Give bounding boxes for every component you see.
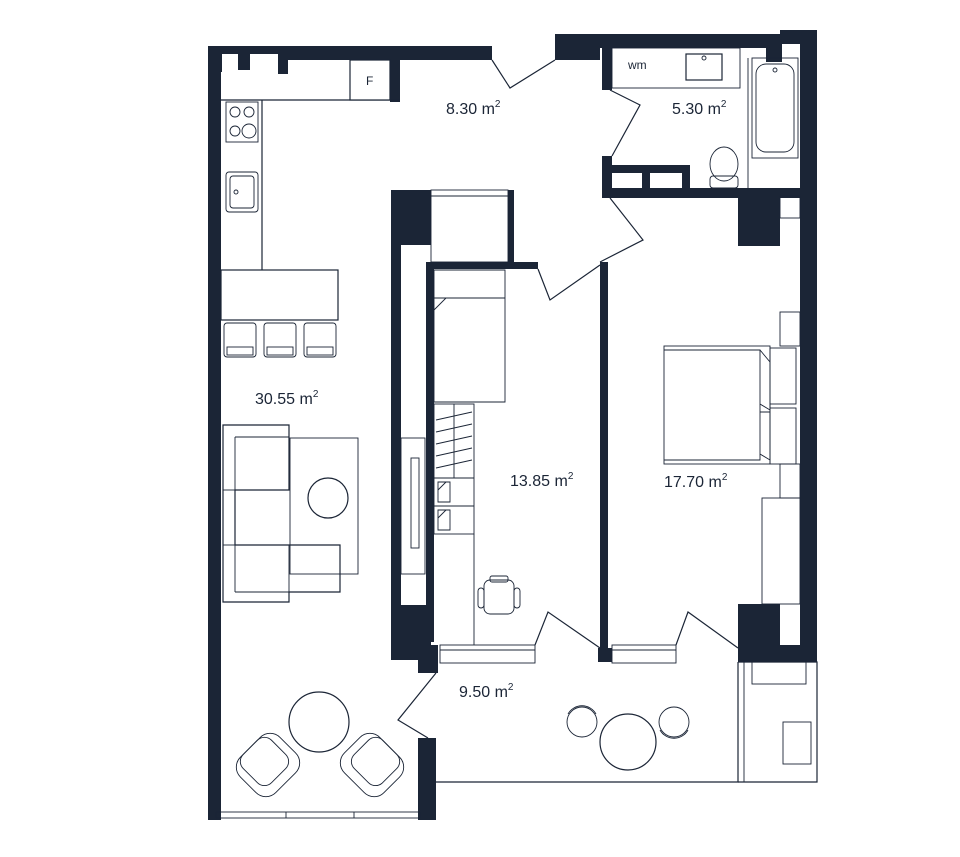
window-study <box>439 644 536 664</box>
wall-center-pier-top <box>391 190 431 245</box>
nightstand <box>779 463 801 499</box>
wall-partition-foot <box>598 648 612 662</box>
kitchen-sink-icon <box>225 171 259 213</box>
bar-stool-icon <box>263 322 297 358</box>
bedroom <box>663 311 801 605</box>
tv-unit <box>400 437 426 575</box>
area-label-living: 30.55 m2 <box>255 389 319 408</box>
wall-bath-shelf-divider <box>642 165 650 190</box>
window-bedroom-right-top <box>779 195 801 219</box>
doors <box>397 59 739 739</box>
bedroom-wardrobe <box>761 497 801 605</box>
door-study <box>537 264 601 301</box>
wall-living-study <box>391 245 401 605</box>
wall-bath-shelf-top <box>612 165 690 173</box>
balcony-chair-icon <box>658 706 690 739</box>
wall-bath-shelf-right <box>682 165 690 190</box>
bar-stool-icon <box>303 322 337 358</box>
wall-left-exterior <box>208 70 221 820</box>
windows <box>215 195 818 819</box>
fridge <box>349 59 391 101</box>
wall-top-left-corner <box>208 54 222 72</box>
bathtub <box>751 57 799 159</box>
rug <box>289 437 359 575</box>
toilet-icon <box>709 146 739 189</box>
bathroom-counter <box>611 47 741 89</box>
wall-study-top <box>426 262 538 269</box>
wall-bath-bottom <box>602 188 802 198</box>
wall-bedroom-pier-top <box>738 196 780 246</box>
pillow <box>769 407 797 465</box>
armchair-icon <box>339 732 405 798</box>
door-balcony-study <box>534 611 601 649</box>
hall-closet <box>430 189 509 263</box>
bathroom: wm <box>611 47 799 189</box>
door-bathroom <box>609 89 641 157</box>
fridge-label: F <box>366 74 373 88</box>
area-label-hall: 8.30 m2 <box>446 99 501 118</box>
wall-study-bedroom <box>600 262 608 662</box>
wall-top-bath-right-pier <box>766 34 782 62</box>
armchair-icon <box>235 732 301 798</box>
wall-kitchen-niche <box>390 60 400 102</box>
door-balcony-bedroom <box>675 611 739 649</box>
balcony-table <box>599 713 657 771</box>
corner-sofa <box>222 424 341 603</box>
area-labels: 8.30 m2 5.30 m2 30.55 m2 13.85 m2 17.70 … <box>255 99 728 701</box>
kitchen-island <box>220 269 339 321</box>
nightstand <box>779 311 801 347</box>
bar-stool-icon <box>223 322 257 358</box>
washing-machine-label: wm <box>627 58 647 72</box>
window-living-bottom <box>215 811 421 819</box>
door-balcony-living <box>397 672 437 739</box>
door-entrance <box>491 59 556 89</box>
kitchen: F <box>220 59 400 358</box>
wall-top-left <box>208 46 288 54</box>
window-bedroom <box>611 644 677 664</box>
door-bedroom <box>599 197 644 263</box>
single-bed <box>433 269 506 403</box>
wall-balcony-left-end <box>418 738 436 820</box>
area-label-study: 13.85 m2 <box>510 471 574 490</box>
wall-top-left-pier <box>238 54 250 70</box>
wall-right-exterior <box>800 30 817 650</box>
wall-bath-left-upper <box>602 48 612 90</box>
wall-top-right-corner <box>780 30 800 44</box>
office-chair-icon <box>477 575 521 615</box>
double-bed <box>663 345 771 465</box>
wall-top-left-pier-2 <box>278 54 288 74</box>
dining-table <box>288 691 350 753</box>
wall-bedroom-bottom-right <box>738 645 817 662</box>
wall-center-pier-foot <box>418 645 438 673</box>
wall-top-bath <box>600 34 780 48</box>
hob-icon <box>225 101 259 143</box>
bathroom-sink-icon <box>685 53 723 81</box>
area-label-bedroom: 17.70 m2 <box>664 472 728 491</box>
study <box>433 269 521 645</box>
area-label-balcony: 9.50 m2 <box>459 682 514 701</box>
balcony-cabinet <box>751 661 807 685</box>
pillow <box>769 347 797 405</box>
wall-hall-closet-right <box>508 190 514 265</box>
balcony <box>566 705 690 771</box>
wall-top-kitchen <box>288 46 492 60</box>
walls <box>208 30 817 820</box>
living-room <box>222 424 426 798</box>
wall-study-left-inner <box>426 262 434 642</box>
wall-top-bath-left <box>555 34 600 60</box>
closet <box>430 189 509 263</box>
tv-icon <box>410 457 420 549</box>
balcony-chair-icon <box>566 705 598 738</box>
balcony-outline <box>436 662 739 783</box>
wall-bath-left-lower <box>602 156 612 198</box>
area-label-bathroom: 5.30 m2 <box>672 99 727 118</box>
coffee-table <box>307 477 349 519</box>
balcony-box <box>782 721 812 765</box>
